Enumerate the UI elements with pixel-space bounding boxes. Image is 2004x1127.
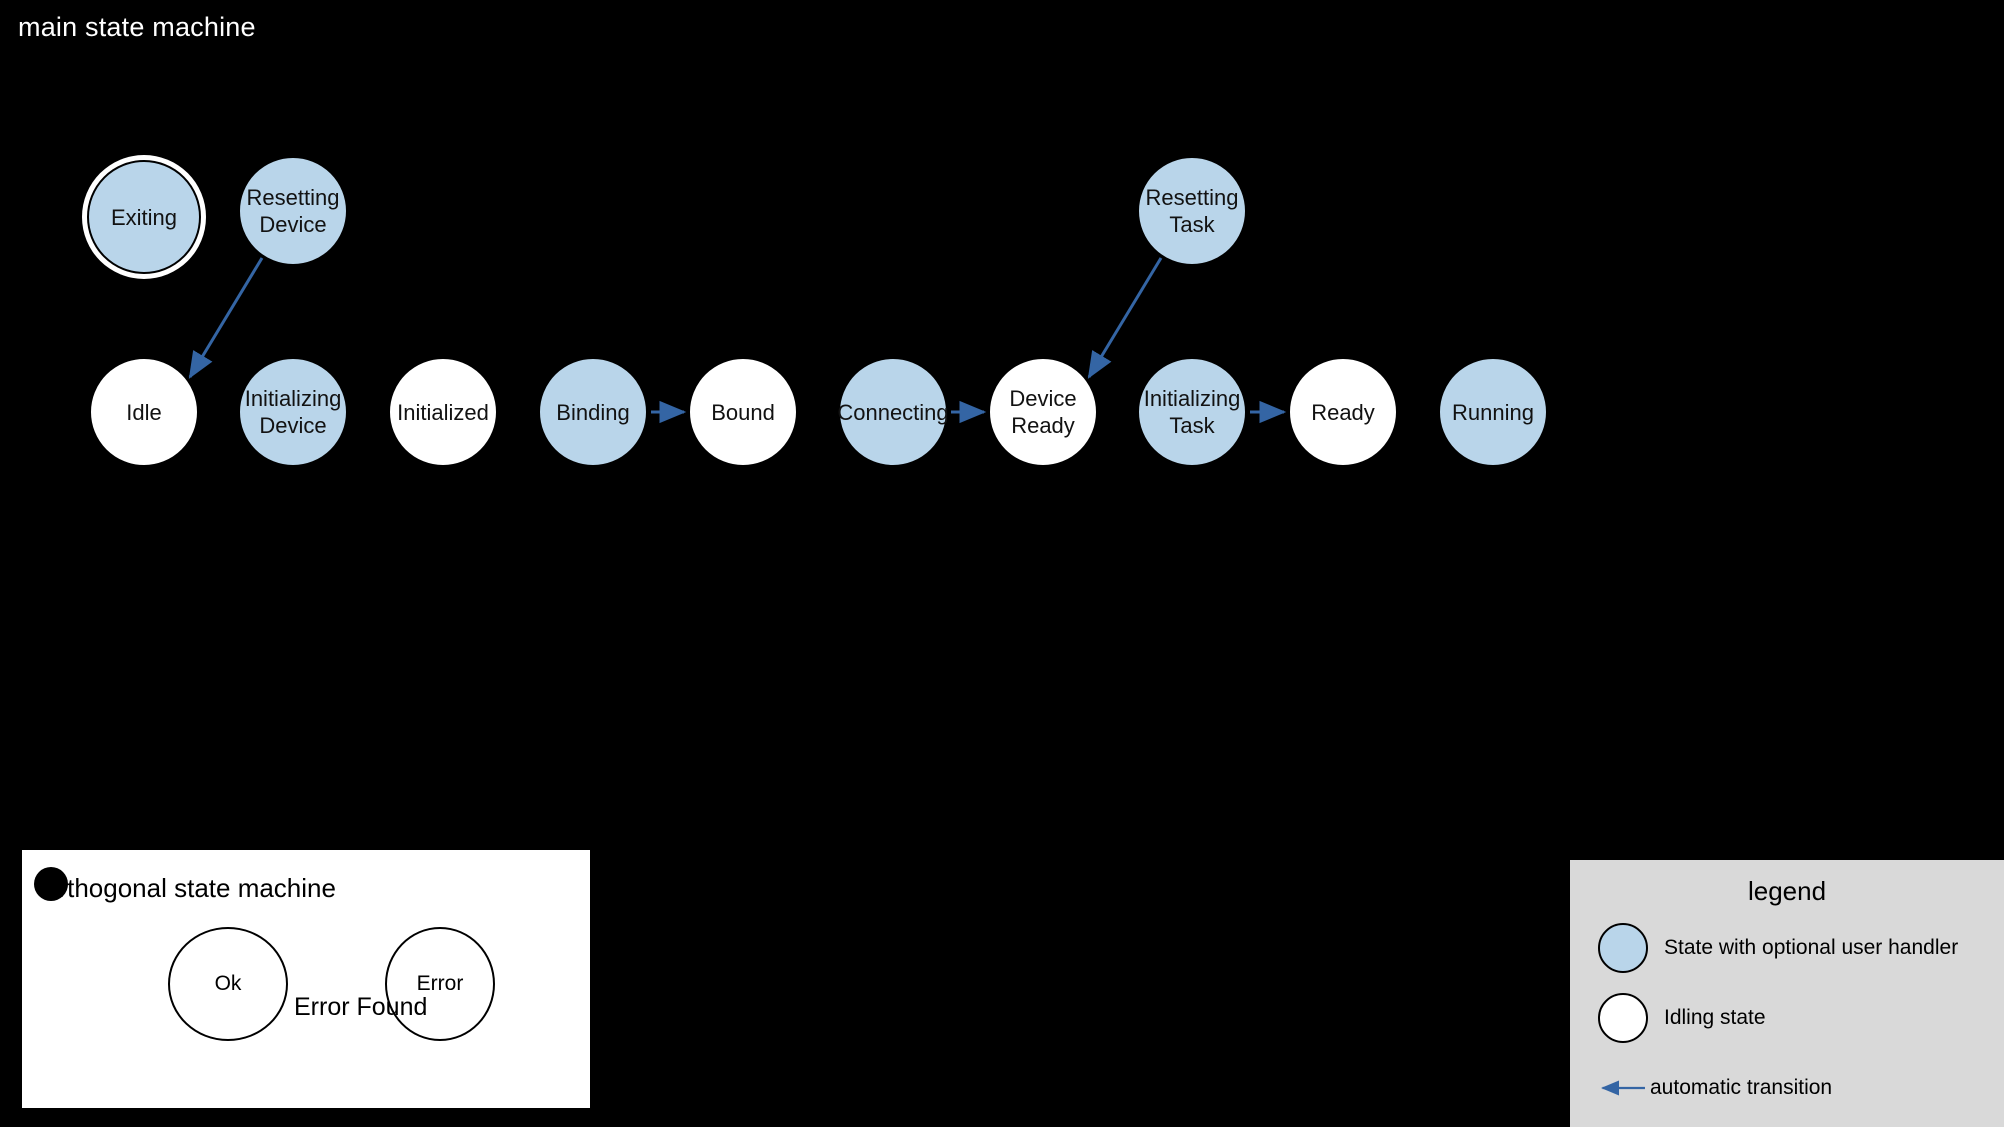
state-label-initializing-task: Initializing Task [1143,386,1241,438]
page-title: main state machine [18,12,256,42]
initial-pseudostate-dot [34,867,68,901]
state-label-ready: Ready [1311,399,1375,425]
handler-state-circle-icon [1598,923,1648,973]
ortho-state-label-ok: Ok [214,972,242,995]
state-node-connecting[interactable]: Connecting [837,357,949,467]
ortho-state-label-error: Error [416,972,464,995]
ortho-transition-label-error-found: Error Found [294,993,428,1021]
transition-resetting-task-to-device-ready [1087,257,1163,379]
state-node-initialized[interactable]: Initialized [388,357,498,467]
legend-item-handler-state-label: State with optional user handler [1664,936,1959,959]
idling-state-circle-icon [1598,993,1648,1043]
state-node-running[interactable]: Running [1438,357,1548,467]
state-node-initializing-task[interactable]: Initializing Task [1137,357,1247,467]
orthogonal-panel-title: orthogonal state machine [44,873,336,903]
state-label-idle: Idle [126,399,162,425]
left-arrow-icon [1598,1063,1648,1113]
state-node-binding[interactable]: Binding [538,357,648,467]
ortho-state-node-error[interactable]: Error [385,927,495,1041]
orthogonal-state-machine-panel: orthogonal state machine Ok Error Error … [22,850,590,1108]
state-node-bound[interactable]: Bound [688,357,798,467]
state-label-connecting: Connecting [837,399,949,425]
legend-panel: legend State with optional user handler … [1570,860,2004,1127]
state-label-device-ready: Device Ready [1009,386,1077,438]
legend-item-handler-state: State with optional user handler [1598,923,1958,973]
state-node-ready[interactable]: Ready [1288,357,1398,467]
state-label-initialized: Initialized [397,399,489,425]
state-node-resetting-task[interactable]: Resetting Task [1137,156,1247,266]
state-label-bound: Bound [711,399,775,425]
legend-item-idling-state-label: Idling state [1664,1006,1766,1029]
state-node-idle[interactable]: Idle [89,357,199,467]
legend-item-automatic-transition-label: automatic transition [1650,1076,1833,1099]
state-label-binding: Binding [556,399,630,425]
legend-title: legend [1747,876,1827,906]
legend-item-idling-state: Idling state [1598,993,1766,1043]
state-label-exiting: Exiting [110,204,178,230]
state-label-resetting-device: Resetting Device [246,185,340,237]
state-node-resetting-device[interactable]: Resetting Device [238,156,348,266]
transition-resetting-device-to-idle [188,257,264,379]
ortho-state-node-ok[interactable]: Ok [168,927,288,1041]
state-node-exiting[interactable]: Exiting [87,160,201,274]
state-label-resetting-task: Resetting Task [1145,185,1239,237]
state-node-initializing-device[interactable]: Initializing Device [238,357,348,467]
state-label-initializing-device: Initializing Device [244,386,342,438]
state-label-running: Running [1452,399,1534,425]
legend-item-automatic-transition: automatic transition [1598,1063,1832,1113]
state-node-device-ready[interactable]: Device Ready [988,357,1098,467]
